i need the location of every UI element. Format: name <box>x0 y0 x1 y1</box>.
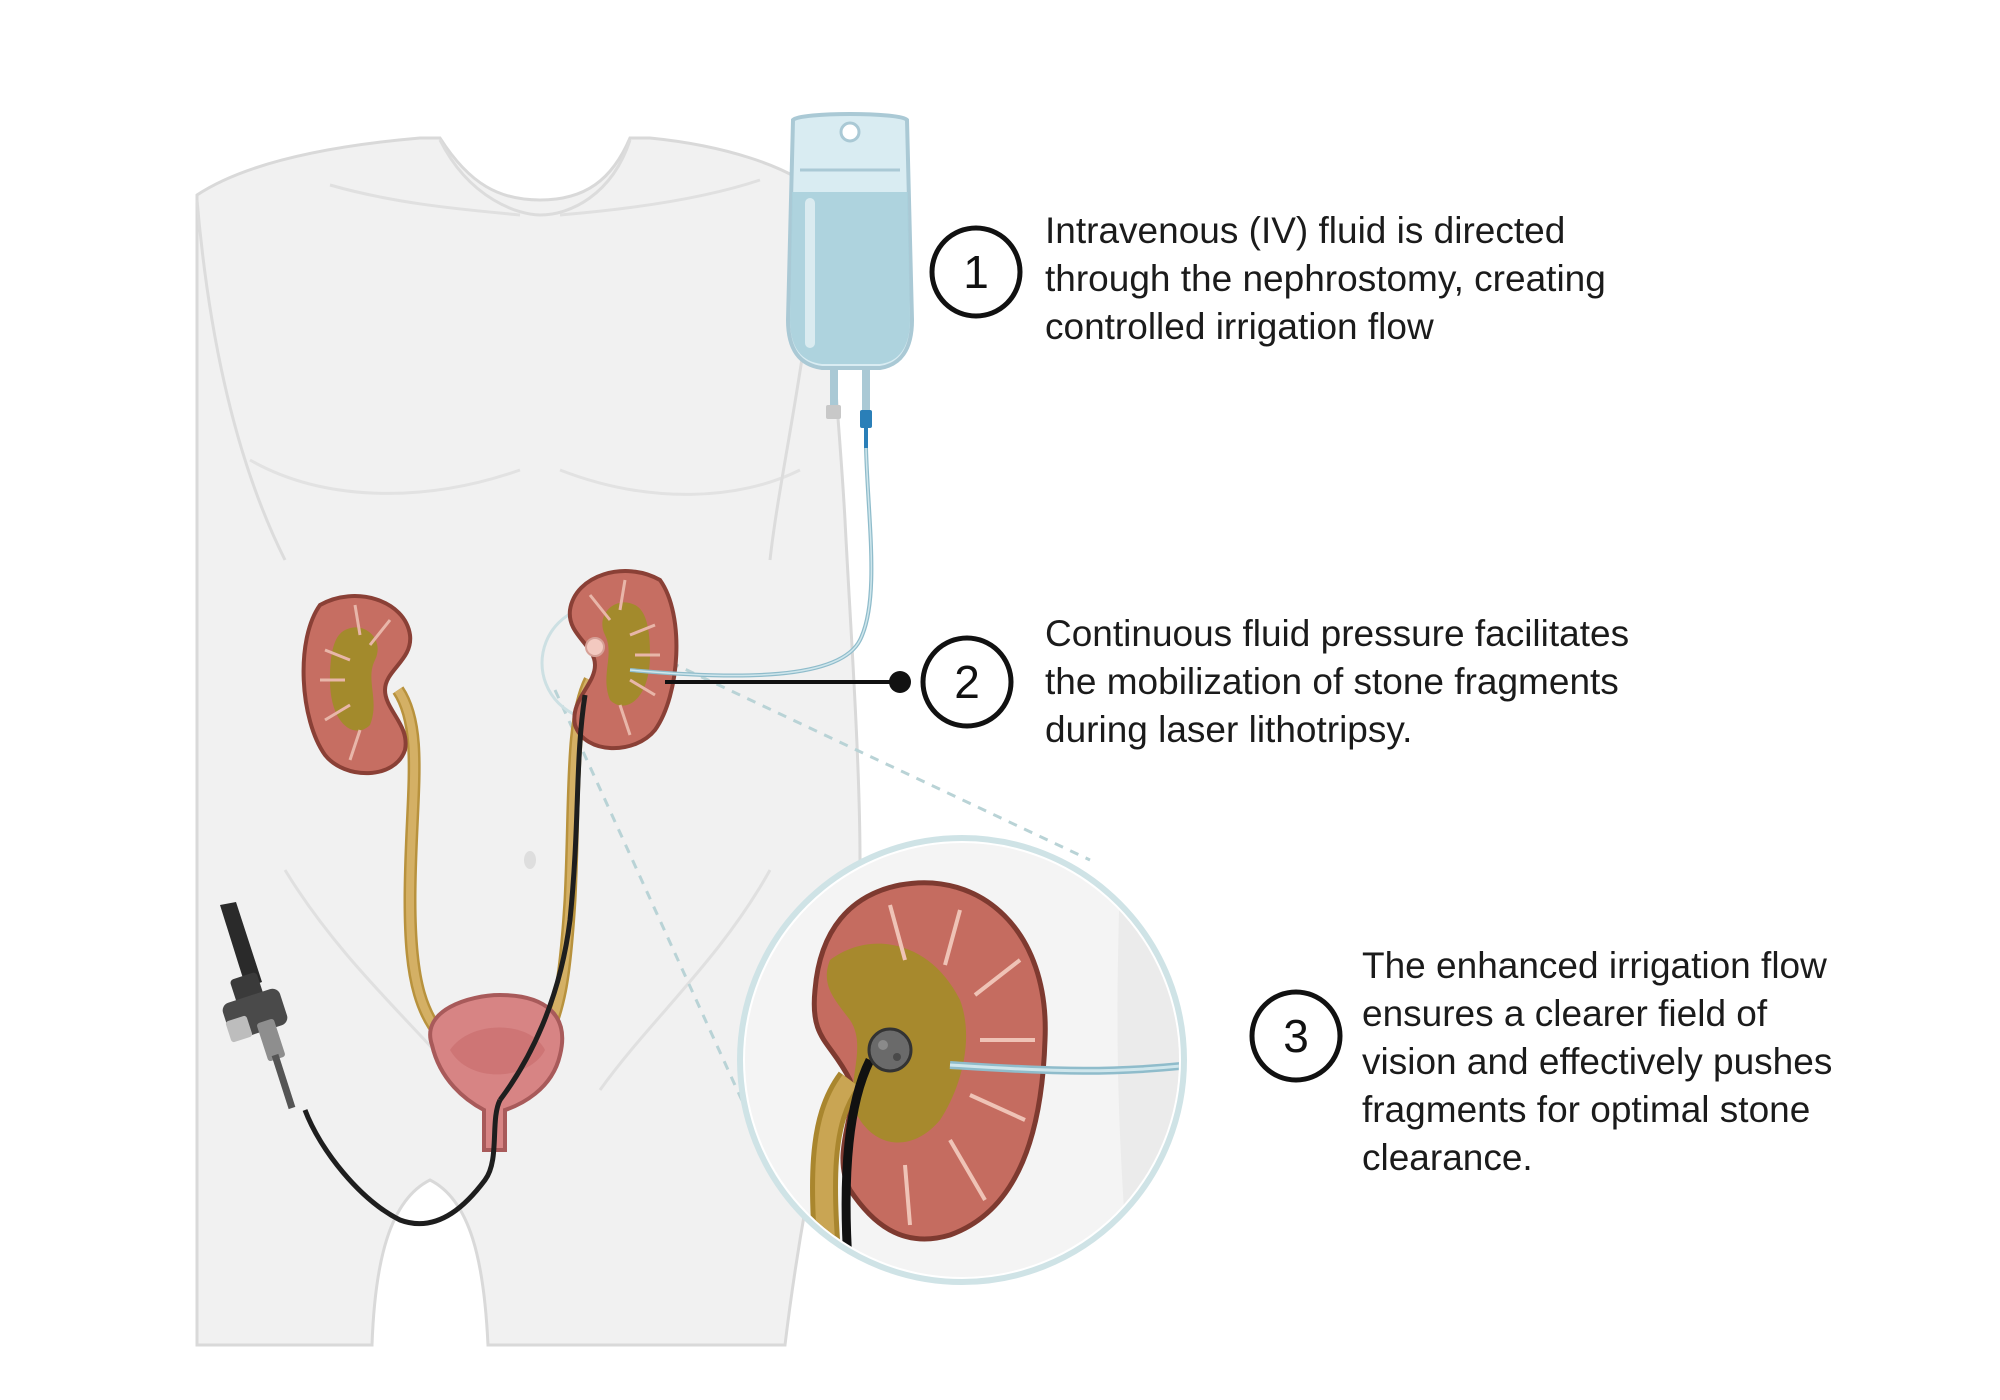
step-1-line-3: controlled irrigation flow <box>1045 306 1434 347</box>
step-3-marker: 3 <box>1249 989 1343 1083</box>
step-3-text: The enhanced irrigation flow ensures a c… <box>1362 942 1832 1182</box>
step-3-line-4: fragments for optimal stone <box>1362 1089 1811 1130</box>
step-2-line-2: the mobilization of stone fragments <box>1045 661 1619 702</box>
kidney-left <box>567 569 679 751</box>
step-3-line-2: ensures a clearer field of <box>1362 993 1768 1034</box>
kidney-stone <box>867 1027 913 1073</box>
step-1-number: 1 <box>963 246 989 298</box>
step-1-text: Intravenous (IV) fluid is directed throu… <box>1045 207 1606 351</box>
kidney-stone-small <box>585 637 605 657</box>
step-2-marker: 2 <box>920 635 1014 729</box>
step-1-line-2: through the nephrostomy, creating <box>1045 258 1606 299</box>
step-3-line-3: vision and effectively pushes <box>1362 1041 1833 1082</box>
zoom-detail-circle <box>737 835 1187 1285</box>
step-3-line-1: The enhanced irrigation flow <box>1362 945 1827 986</box>
step-1-marker: 1 <box>929 225 1023 319</box>
step-2-line-1: Continuous fluid pressure facilitates <box>1045 613 1630 654</box>
iv-bag <box>785 112 915 448</box>
iv-bag-hanger-hole <box>839 121 861 143</box>
step-2-text: Continuous fluid pressure facilitates th… <box>1045 610 1629 754</box>
kidney-right <box>301 594 413 776</box>
step-1-line-1: Intravenous (IV) fluid is directed <box>1045 210 1566 251</box>
step-3-line-5: clearance. <box>1362 1137 1533 1178</box>
step-2-callout-line <box>665 671 911 693</box>
body-silhouette <box>195 136 862 1347</box>
step-2-line-3: during laser lithotripsy. <box>1045 709 1413 750</box>
ureteroscope <box>220 694 588 1227</box>
step-2-number: 2 <box>954 656 980 708</box>
step-3-number: 3 <box>1283 1010 1309 1062</box>
